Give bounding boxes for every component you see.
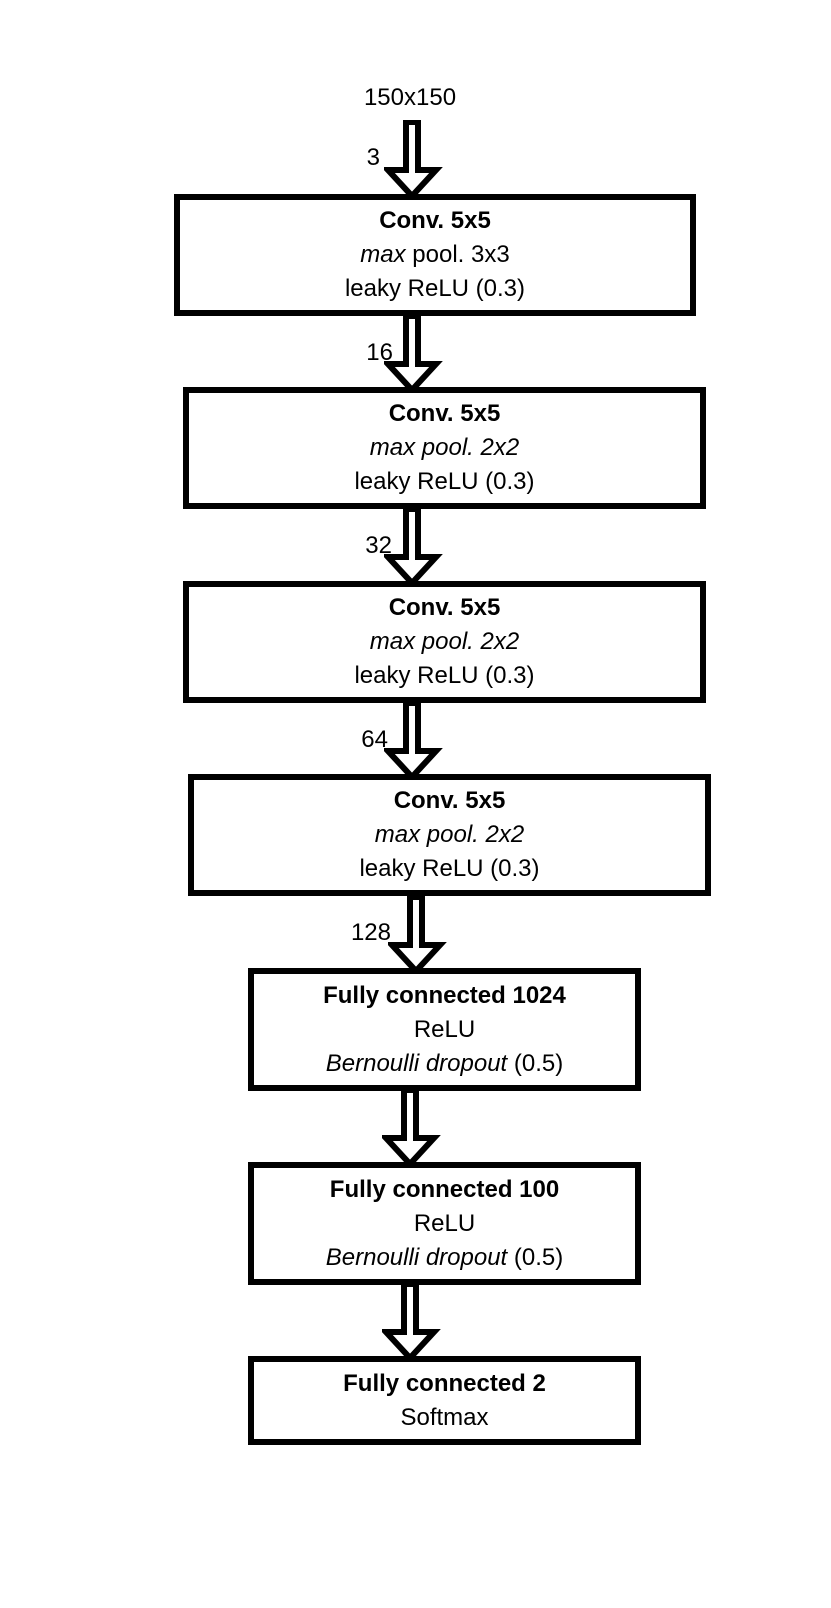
- flow-arrow-icon: [384, 507, 443, 587]
- flow-arrow-icon: [388, 895, 447, 975]
- channel-count-label: 128: [350, 919, 391, 946]
- activation-line: leaky ReLU (0.3): [354, 468, 535, 495]
- block-title: Conv. 5x5: [388, 400, 501, 427]
- pooling-line: max pool. 2x2: [369, 434, 520, 461]
- block-title: Conv. 5x5: [379, 207, 491, 234]
- conv-block-2: Conv. 5x5 max pool. 2x2 leaky ReLU (0.3): [183, 387, 706, 509]
- block-title: Fully connected 2: [343, 1369, 546, 1397]
- flow-arrow-icon: [384, 120, 443, 200]
- flow-arrow-icon: [384, 314, 443, 394]
- conv-block-3: Conv. 5x5 max pool. 2x2 leaky ReLU (0.3): [183, 581, 706, 703]
- block-title: Fully connected 100: [329, 1175, 560, 1203]
- fc-block-1024: Fully connected 1024 ReLU Bernoulli drop…: [248, 968, 641, 1091]
- channel-count-label: 32: [365, 532, 392, 559]
- flow-arrow-icon: [384, 701, 443, 781]
- activation-line: leaky ReLU (0.3): [354, 662, 535, 689]
- conv-block-4: Conv. 5x5 max pool. 2x2 leaky ReLU (0.3): [188, 774, 711, 896]
- activation-line: leaky ReLU (0.3): [359, 855, 540, 882]
- block-title: Fully connected 1024: [323, 981, 566, 1009]
- channel-count-label: 3: [366, 144, 380, 171]
- conv-block-1: Conv. 5x5 max pool. 3x3 leaky ReLU (0.3): [174, 194, 696, 316]
- flow-arrow-icon: [382, 1088, 441, 1168]
- dropout-line: Bernoulli dropout (0.5): [325, 1243, 564, 1271]
- block-title: Conv. 5x5: [388, 594, 501, 621]
- fc-block-2: Fully connected 2 Softmax: [248, 1356, 641, 1445]
- flow-arrow-icon: [382, 1282, 441, 1362]
- activation-line: ReLU: [413, 1015, 476, 1043]
- pooling-line: max pool. 3x3: [360, 241, 510, 268]
- fc-block-100: Fully connected 100 ReLU Bernoulli dropo…: [248, 1162, 641, 1285]
- pooling-line: max pool. 2x2: [369, 628, 520, 655]
- activation-line: ReLU: [413, 1209, 476, 1237]
- channel-count-label: 64: [361, 726, 388, 753]
- block-title: Conv. 5x5: [393, 787, 506, 814]
- dropout-line: Bernoulli dropout (0.5): [325, 1049, 564, 1077]
- input-size-label: 150x150: [363, 84, 457, 111]
- activation-line: leaky ReLU (0.3): [344, 275, 526, 302]
- pooling-line: max pool. 2x2: [374, 821, 525, 848]
- activation-line: Softmax: [400, 1403, 489, 1431]
